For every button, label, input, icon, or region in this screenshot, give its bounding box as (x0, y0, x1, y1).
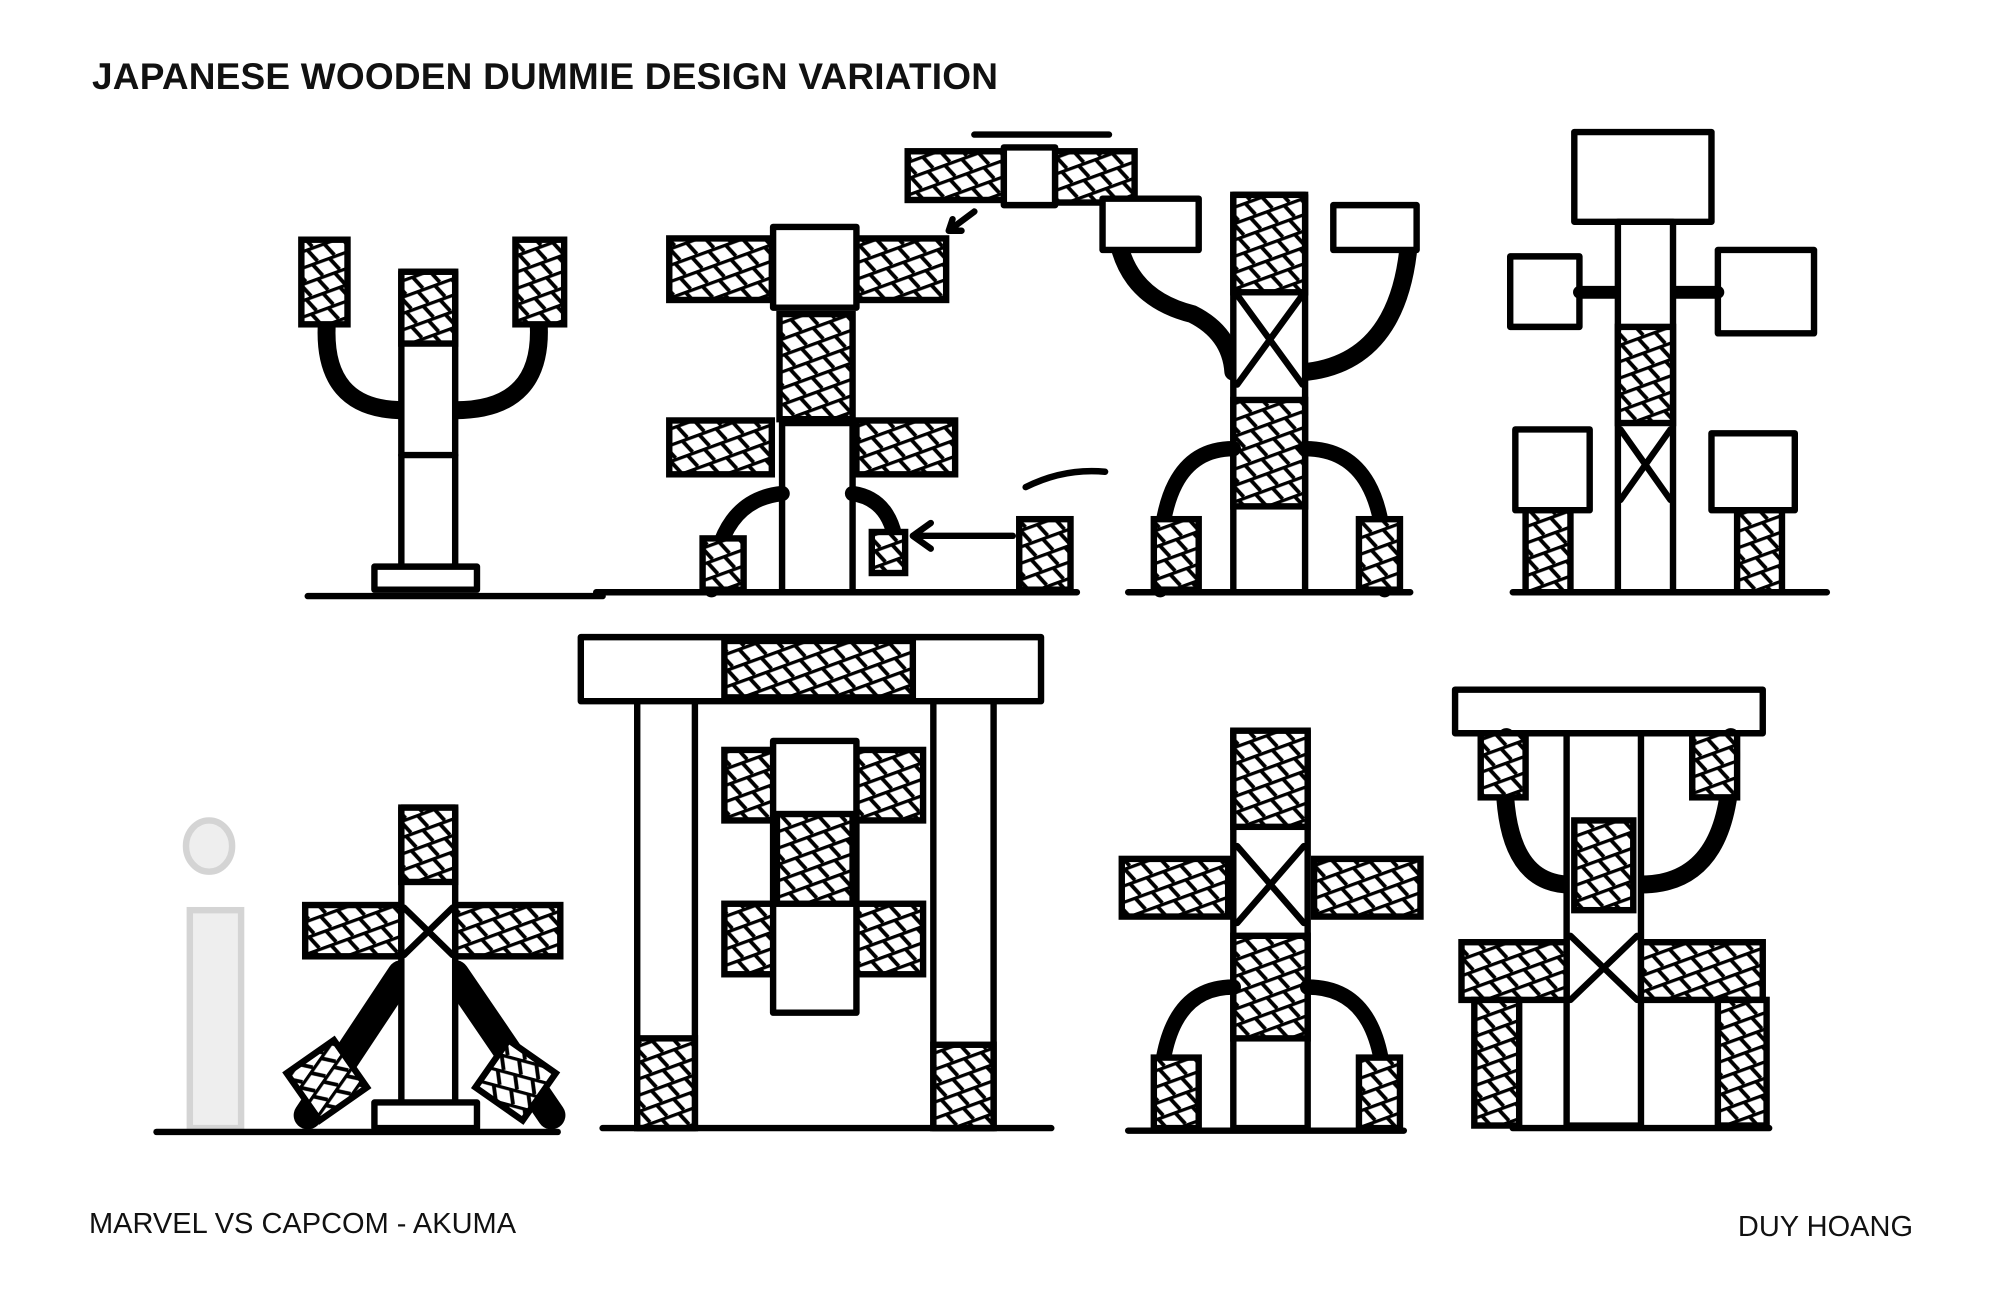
sheet-title: JAPANESE WOODEN DUMMIE DESIGN VARIATION (92, 56, 999, 97)
project-subtitle: MARVEL VS CAPCOM - AKUMA (89, 1208, 517, 1240)
dummy-design-2 (592, 131, 1138, 598)
dummy-design-3 (1099, 191, 1420, 598)
dummy-design-7 (1118, 727, 1424, 1134)
dummy-design-8 (1451, 686, 1773, 1132)
dummy-design-5 (153, 804, 566, 1136)
dummy-design-4 (1507, 128, 1831, 596)
dummy-design-1 (298, 236, 606, 600)
artist-name: DUY HOANG (1737, 1211, 1913, 1243)
dummy-design-6 (577, 633, 1055, 1132)
